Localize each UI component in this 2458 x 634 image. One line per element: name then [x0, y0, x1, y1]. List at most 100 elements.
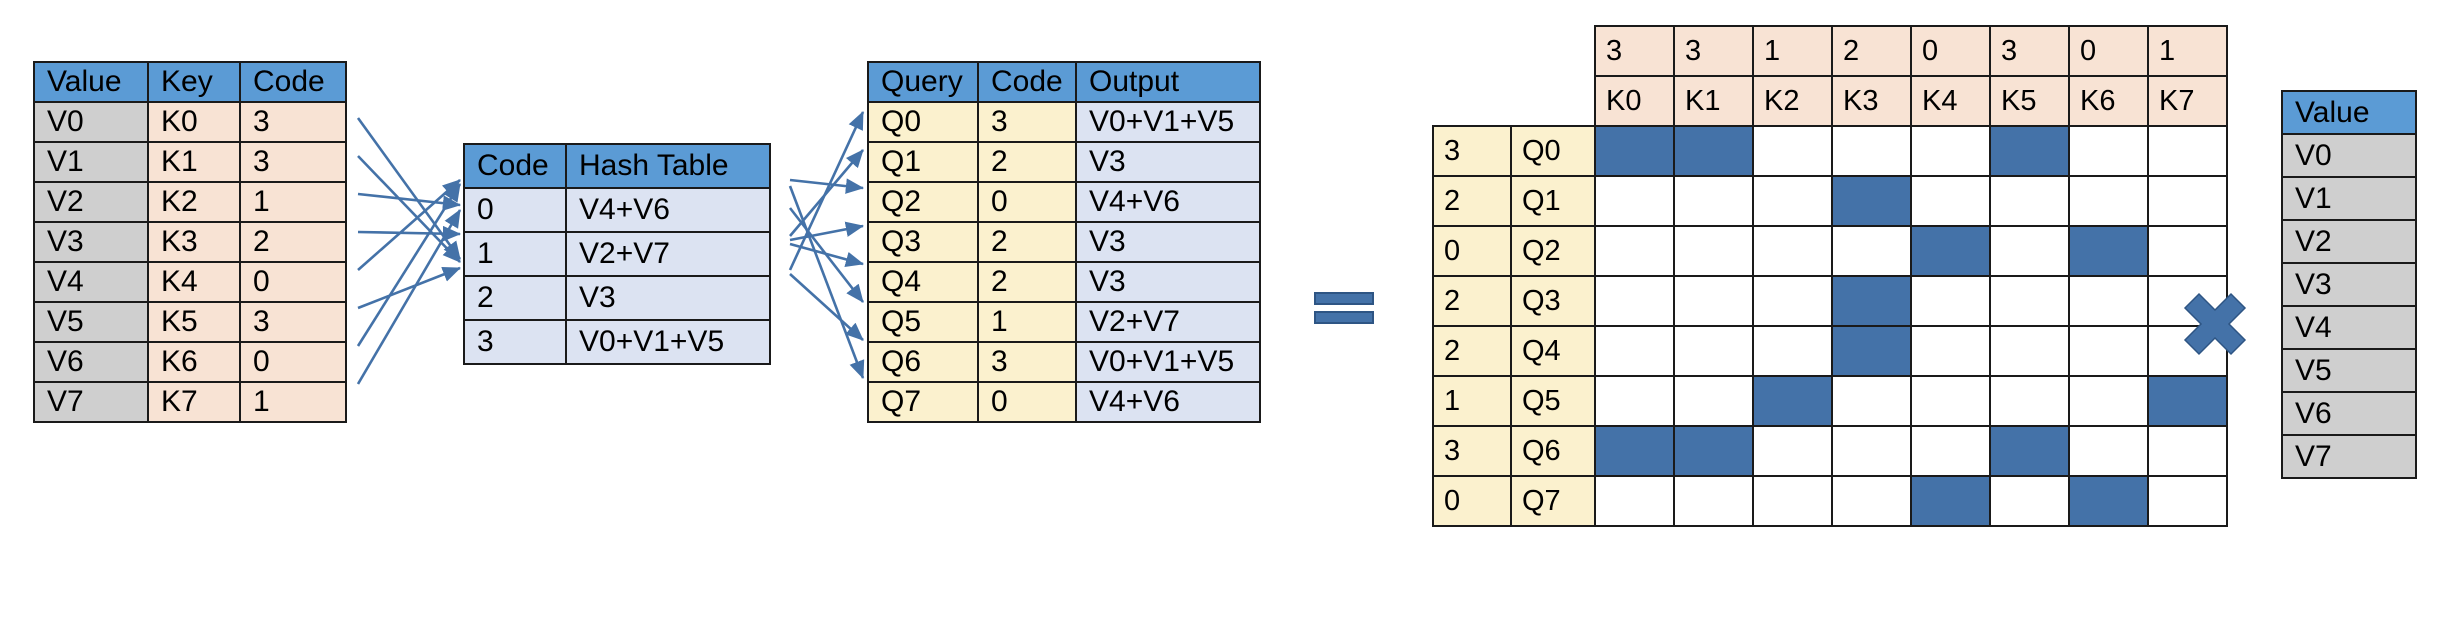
matrix-cell-empty: [1910, 175, 1991, 227]
matrix-cell-active: [1831, 275, 1912, 327]
table-row: V4 K4 0: [33, 261, 347, 303]
cell-query: Q0: [867, 101, 979, 143]
cell-query: Q5: [867, 301, 979, 343]
cell-value: V3: [2281, 262, 2417, 307]
matrix-row-code: 0: [1432, 225, 1512, 277]
matrix-cell-empty: [2068, 425, 2149, 477]
matrix-row-code: 3: [1432, 125, 1512, 177]
cell-key: K6: [147, 341, 241, 383]
code-to-hash-arrows: [356, 117, 462, 385]
matrix-corner: [1511, 26, 1595, 76]
equals-bar-bottom: [1314, 311, 1374, 324]
cell-code: 1: [239, 381, 347, 423]
matrix-cell-empty: [1910, 375, 1991, 427]
matrix-cell-active: [1594, 125, 1675, 177]
matrix-row-query: Q6: [1510, 425, 1596, 477]
matrix-cell-empty: [1910, 125, 1991, 177]
matrix-cell-empty: [1752, 275, 1833, 327]
table-row: Q6 3 V0+V1+V5: [867, 341, 1261, 383]
matrix-cell-empty: [1910, 275, 1991, 327]
column-header-code: Code: [463, 143, 567, 189]
table-header-row: Value Key Code: [33, 61, 347, 103]
hash-to-output-arrows: [788, 111, 865, 379]
cell-value: V4: [2281, 305, 2417, 350]
matrix-row-query: Q1: [1510, 175, 1596, 227]
column-header-code: Code: [239, 61, 347, 103]
cell-query: Q2: [867, 181, 979, 223]
table-row: 0 V4+V6: [463, 187, 771, 233]
table-row: V3: [2281, 262, 2417, 307]
matrix-cell-empty: [1989, 375, 2070, 427]
matrix-cell-empty: [1831, 375, 1912, 427]
matrix-cell-empty: [1831, 125, 1912, 177]
cell-code: 0: [977, 181, 1077, 223]
cell-code: 2: [463, 275, 567, 321]
table-row: Q1 2 V3: [867, 141, 1261, 183]
table-row: Q5 1 V2+V7: [867, 301, 1261, 343]
query-code-output-table: Query Code Output Q0 3 V0+V1+V5 Q1 2 V3 …: [867, 61, 1261, 423]
matrix-col-code: 0: [1910, 25, 1991, 77]
cell-output: V4+V6: [1075, 181, 1261, 223]
matrix-cell-empty: [1752, 475, 1833, 527]
cell-value: V3: [33, 221, 149, 263]
matrix-cell-active: [1989, 125, 2070, 177]
table-header-row: Value: [2281, 90, 2417, 135]
matrix-cell-empty: [2068, 325, 2149, 377]
table-row: V1 K1 3: [33, 141, 347, 183]
cell-code: 3: [977, 341, 1077, 383]
right-value-table: Value V0 V1 V2 V3 V4 V5 V6 V7: [2281, 90, 2417, 479]
matrix-corner: [1511, 76, 1595, 126]
matrix-corner: [1433, 26, 1511, 76]
matrix-row-code: 2: [1432, 325, 1512, 377]
cell-query: Q1: [867, 141, 979, 183]
matrix-row-code: 2: [1432, 275, 1512, 327]
cell-code: 2: [239, 221, 347, 263]
matrix-row-query: Q0: [1510, 125, 1596, 177]
cell-query: Q4: [867, 261, 979, 303]
equals-sign-icon: [1314, 292, 1374, 328]
cell-value: V7: [2281, 434, 2417, 479]
cell-value: V7: [33, 381, 149, 423]
matrix-col-key: K7: [2147, 75, 2228, 127]
cell-code: 3: [977, 101, 1077, 143]
matrix-cell-empty: [2147, 475, 2228, 527]
table-row: V2: [2281, 219, 2417, 264]
matrix-row-code: 0: [1432, 475, 1512, 527]
hash-table: Code Hash Table 0 V4+V6 1 V2+V7 2 V3 3 V…: [463, 143, 771, 365]
column-header-query: Query: [867, 61, 979, 103]
cell-code: 2: [977, 261, 1077, 303]
cell-key: K7: [147, 381, 241, 423]
matrix-row-query: Q7: [1510, 475, 1596, 527]
table-row: V5: [2281, 348, 2417, 393]
cell-code: 3: [239, 301, 347, 343]
matrix-cell-active: [2068, 225, 2149, 277]
matrix-cell-empty: [2147, 225, 2228, 277]
cell-code: 1: [463, 231, 567, 277]
column-header-value: Value: [33, 61, 149, 103]
cell-value: V0: [2281, 133, 2417, 178]
matrix-cell-active: [1673, 425, 1754, 477]
matrix-cell-empty: [1594, 175, 1675, 227]
table-row: Q2 0 V4+V6: [867, 181, 1261, 223]
matrix-row-query: Q4: [1510, 325, 1596, 377]
matrix-row-code: 2: [1432, 175, 1512, 227]
matrix-cell-empty: [1831, 475, 1912, 527]
column-header-value: Value: [2281, 90, 2417, 135]
matrix-cell-empty: [1989, 175, 2070, 227]
matrix-corner: [1433, 76, 1511, 126]
matrix-cell-empty: [1752, 175, 1833, 227]
column-header-hash-table: Hash Table: [565, 143, 771, 189]
matrix-cell-empty: [1594, 325, 1675, 377]
matrix-row-code: 3: [1432, 425, 1512, 477]
matrix-cell-empty: [1673, 325, 1754, 377]
table-row: V1: [2281, 176, 2417, 221]
matrix-row-query: Q2: [1510, 225, 1596, 277]
matrix-cell-empty: [1831, 425, 1912, 477]
equals-bar-top: [1314, 292, 1374, 305]
table-row: V5 K5 3: [33, 301, 347, 343]
